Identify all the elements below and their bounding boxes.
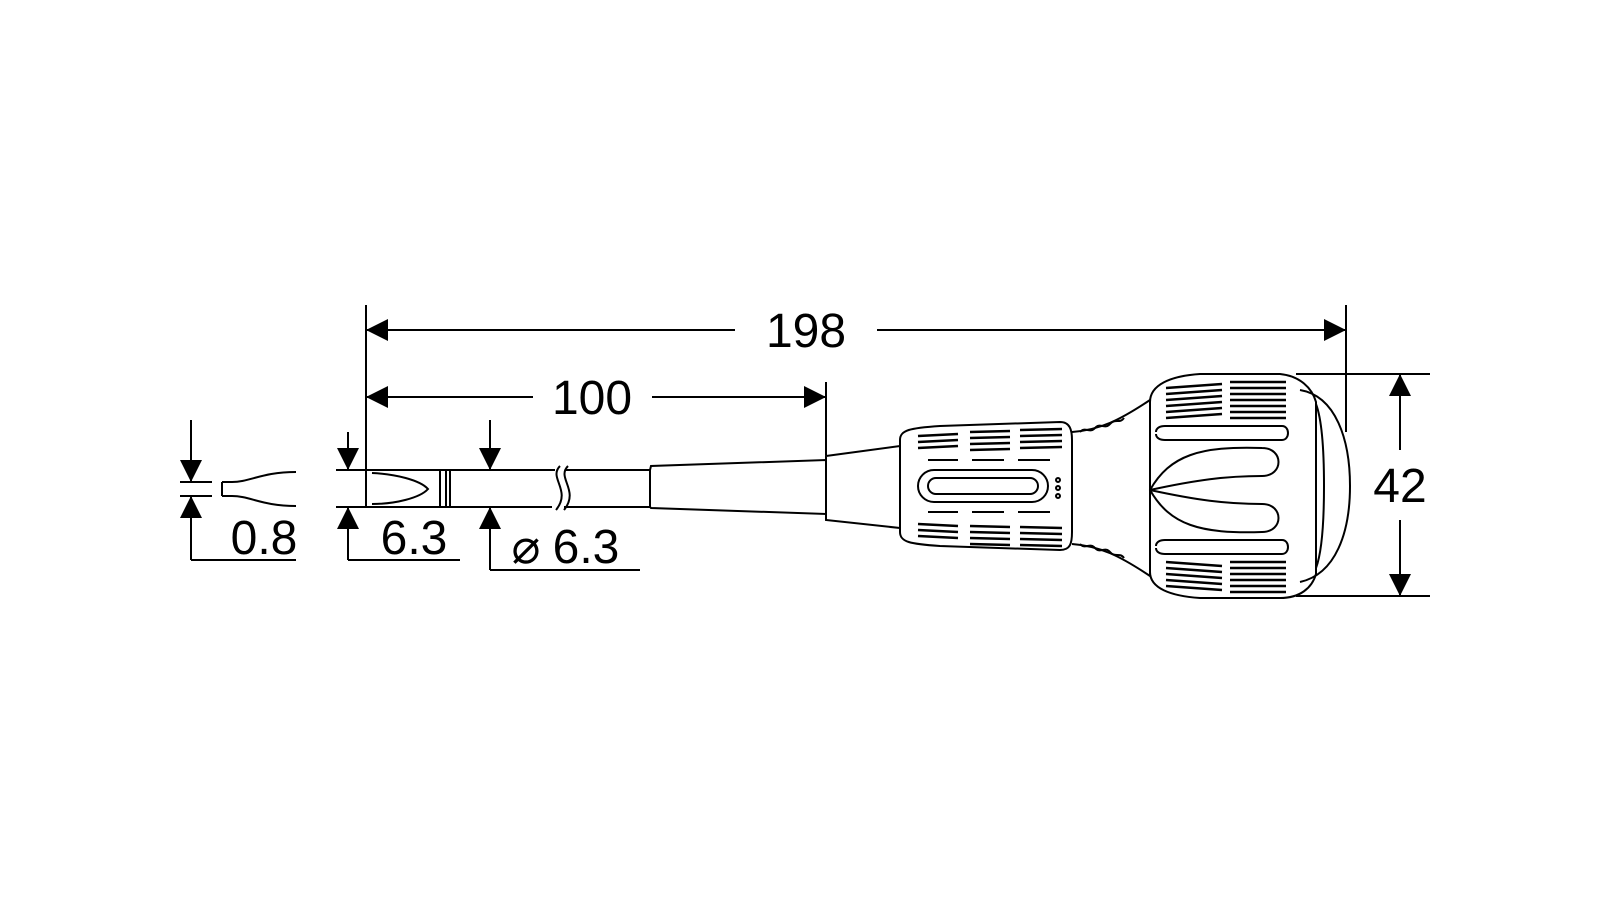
grip-channel-outer (1148, 446, 1280, 534)
handle-end-cap-inner (1315, 403, 1326, 569)
grip-ribbing-bottom (1165, 560, 1286, 594)
handle-end-cap (1299, 389, 1352, 583)
dimension-tip-thickness (180, 420, 297, 561)
label-blade-length: 100 (552, 372, 632, 425)
collar-window (917, 469, 1049, 503)
label-shaft-diameter: 6.3 (553, 521, 620, 574)
label-shaft-diameter-symbol: ⌀ (512, 521, 541, 574)
waist-bumps-bottom (1079, 543, 1125, 559)
shaft-break-2 (563, 465, 571, 511)
shaft-bolster (649, 458, 827, 516)
grip-channel-top-band (1155, 425, 1289, 441)
label-handle-diameter: 42 (1373, 460, 1426, 513)
front-grip-collar (899, 420, 1073, 552)
collar-dashes (928, 459, 1061, 513)
dimension-blade-length (366, 382, 827, 455)
waist-bumps-top (1079, 417, 1125, 433)
handle-neck (825, 444, 901, 530)
collar-ribbing-bottom (917, 522, 1063, 548)
handle-waist (1071, 398, 1151, 578)
dimension-handle-diameter (1296, 373, 1430, 597)
dimension-tip-width (336, 432, 460, 561)
grip-ribbing-top (1165, 380, 1286, 420)
shaft-break-1 (555, 465, 563, 511)
main-grip-body (1149, 373, 1317, 599)
screwdriver-shaft (365, 458, 827, 516)
dimension-shaft-diameter (479, 420, 640, 571)
tip-profile (221, 471, 297, 507)
blade-tip-curve (371, 472, 430, 505)
screwdriver-handle (825, 373, 1352, 599)
label-tip-thickness: 0.8 (231, 512, 298, 565)
label-overall-length: 198 (766, 305, 846, 358)
grip-channel-bottom-band (1155, 539, 1289, 555)
collar-ribbing-top (917, 427, 1063, 452)
label-tip-width: 6.3 (381, 512, 448, 565)
